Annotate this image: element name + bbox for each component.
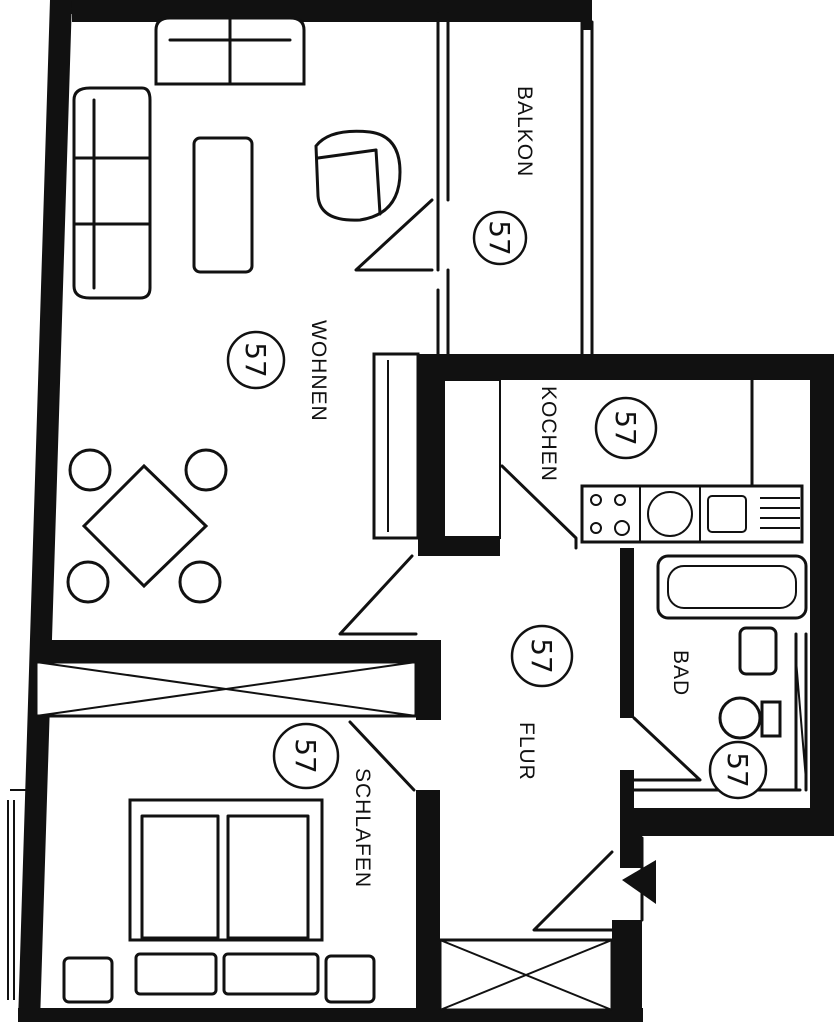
room-bad: BAD 57 [669,650,768,800]
room-label-schlafen: SCHLAFEN [351,768,374,888]
room-number-kochen: 57 [609,410,642,446]
room-kochen: KOCHEN 57 [537,386,658,482]
room-schlafen: SCHLAFEN 57 [272,722,374,888]
room-number-schlafen: 57 [289,738,322,774]
walls [18,0,834,1022]
coffee-table [192,136,254,274]
room-number-wohnen: 57 [239,342,272,378]
entrance-arrow-icon [622,860,656,904]
room-label-wohnen: WOHNEN [307,320,330,422]
thin-lines [7,12,802,1012]
room-balkon: BALKON 57 [472,86,536,266]
kitchen-counter [580,484,804,544]
sofa-top [154,16,306,86]
room-label-flur: FLUR [515,722,538,781]
dining-set [66,448,228,604]
room-label-balkon: BALKON [513,86,536,177]
room-label-bad: BAD [669,650,692,696]
room-wohnen: WOHNEN 57 [226,320,330,422]
sofa-left [72,86,152,300]
doors [338,464,702,932]
bedroom-furniture [62,798,376,1004]
room-number-bad: 57 [721,752,754,788]
room-label-kochen: KOCHEN [537,386,560,482]
room-number-flur: 57 [525,638,558,674]
room-number-balkon: 57 [483,220,516,256]
room-flur: FLUR 57 [510,624,574,781]
living-furniture [66,16,402,604]
bathroom-fixtures [656,554,808,792]
armchair [314,129,402,222]
